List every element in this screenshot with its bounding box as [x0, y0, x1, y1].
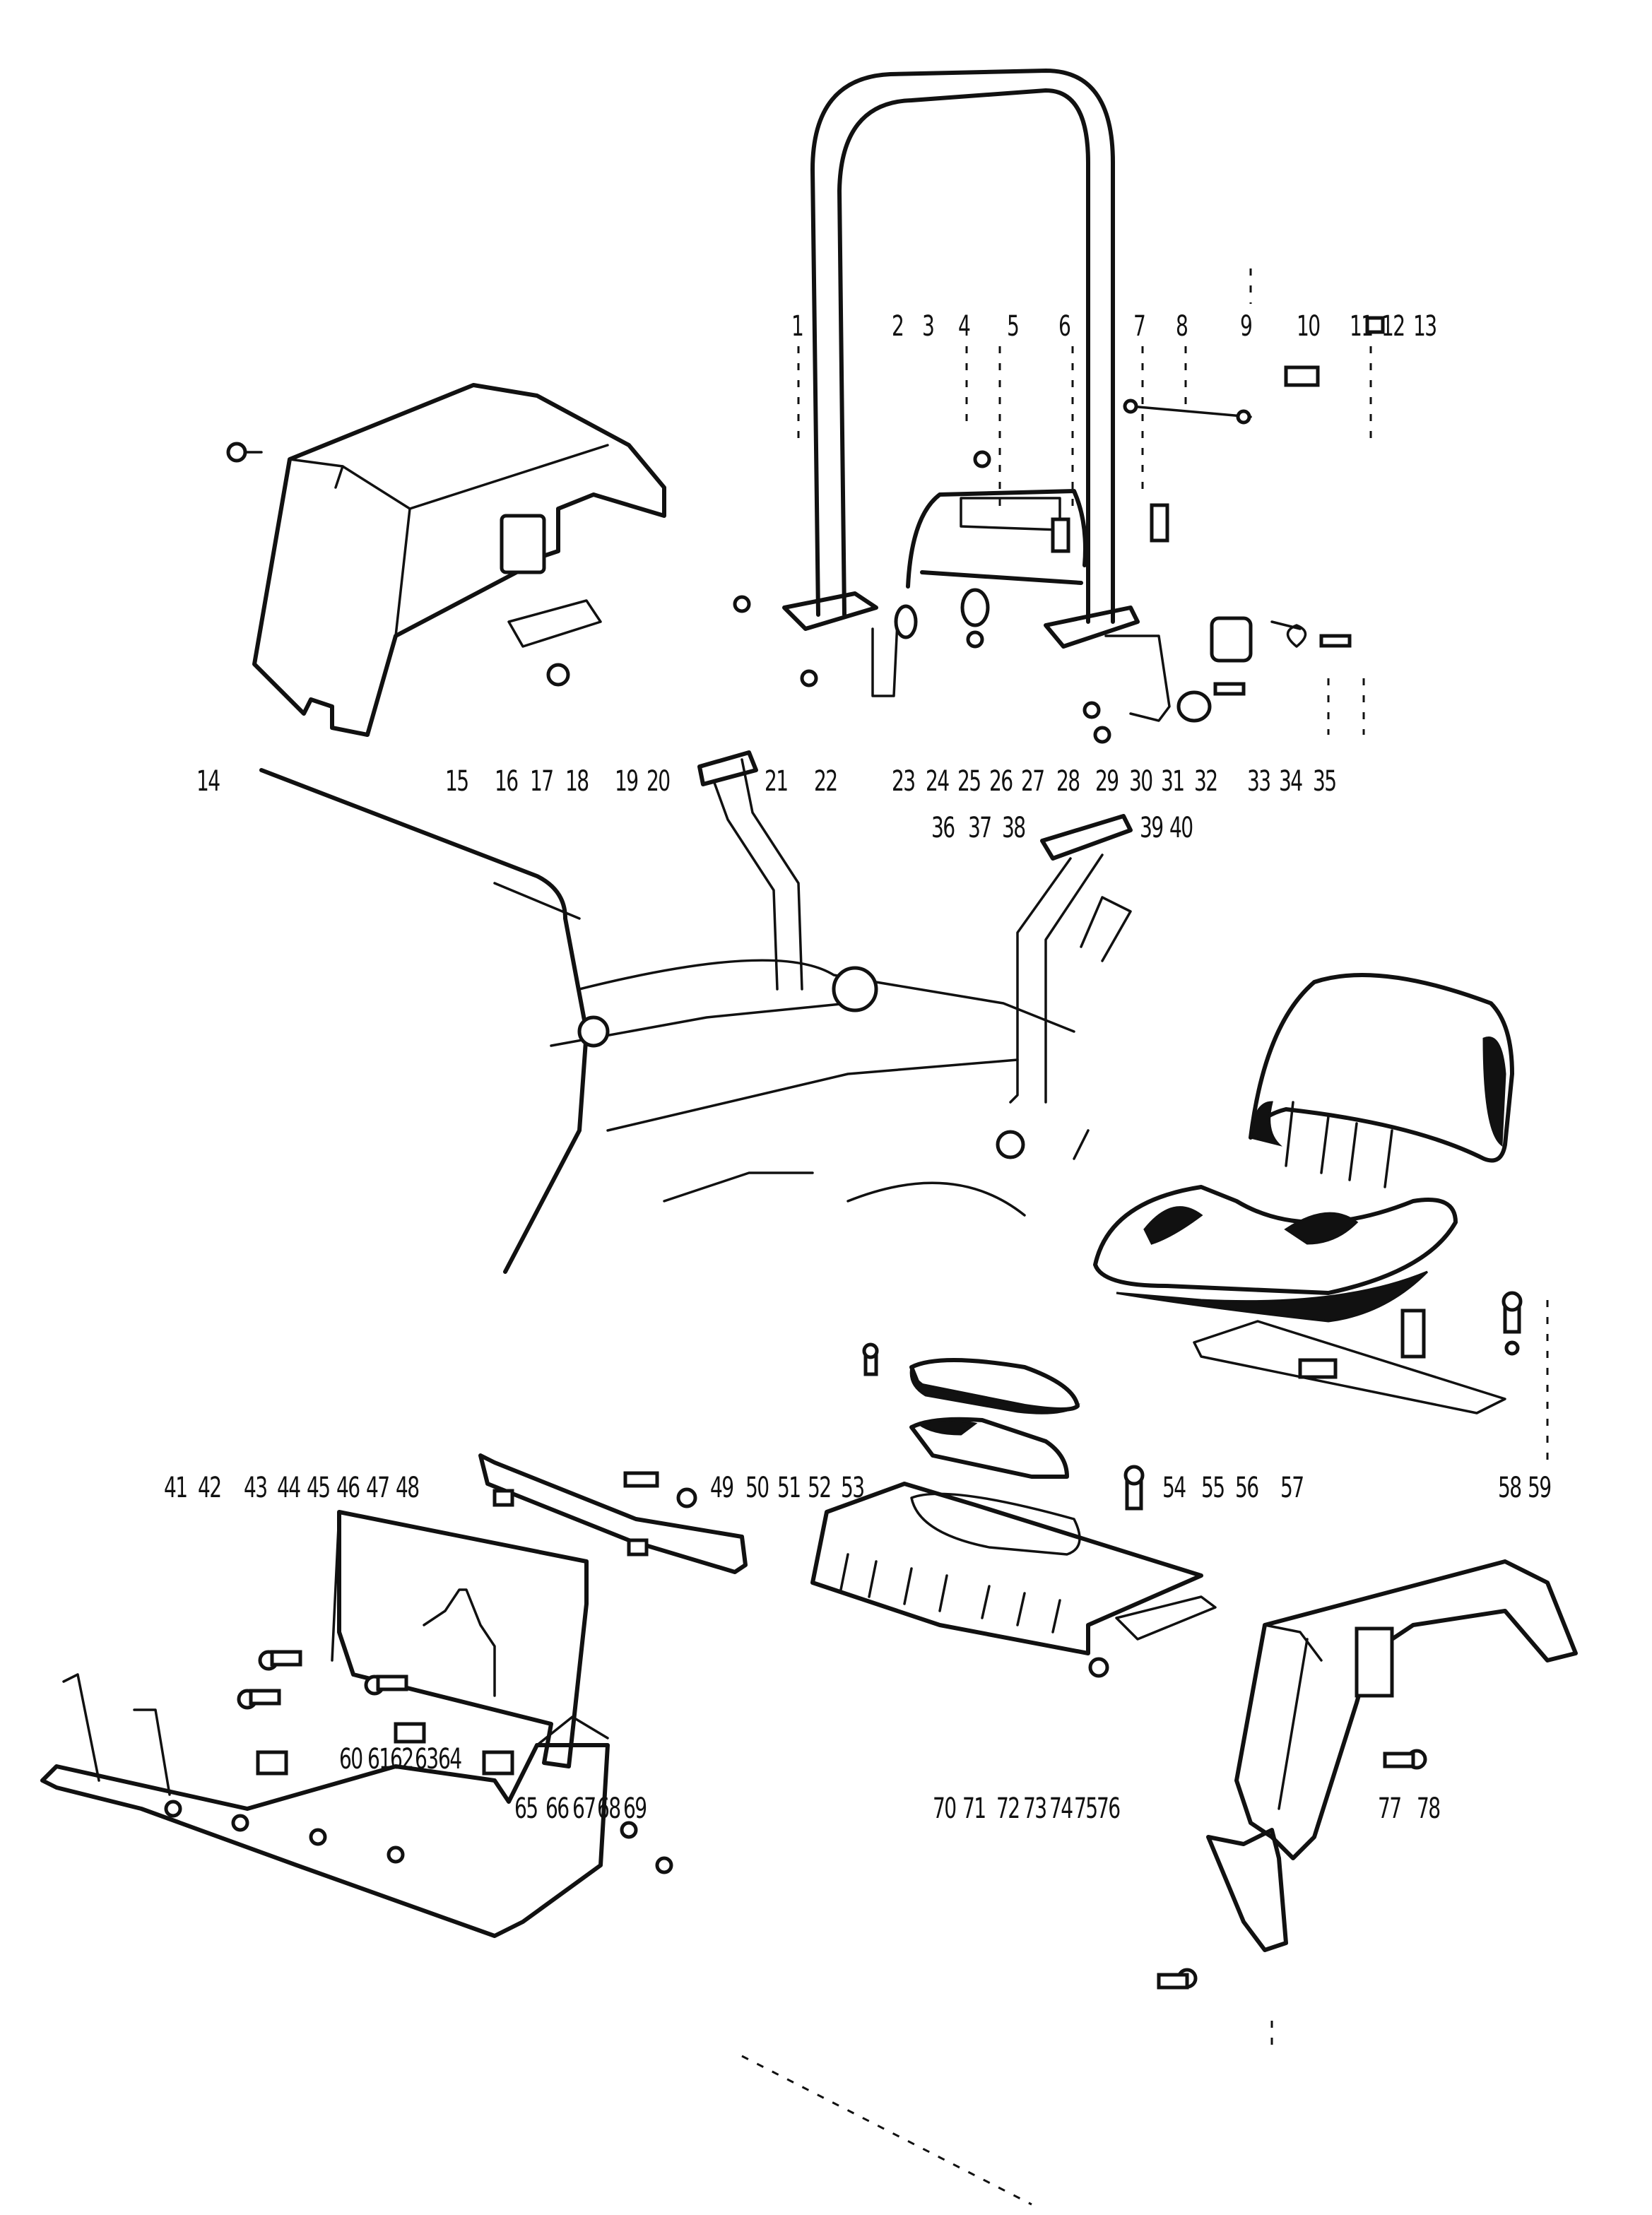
part-label-50: 50 [745, 1472, 769, 1504]
part-label-2: 2 [892, 310, 904, 343]
part-label-46: 46 [336, 1472, 360, 1504]
floor-platform [40, 1510, 673, 1938]
part-label-16: 16 [495, 765, 519, 798]
part-label-33: 33 [1247, 765, 1271, 798]
part-label-29: 29 [1095, 765, 1119, 798]
part-label-20: 20 [647, 765, 671, 798]
part-label-48: 48 [396, 1472, 420, 1504]
console-cover [810, 1465, 1217, 1678]
part-label-43: 43 [244, 1472, 268, 1504]
tractor-body [259, 768, 1132, 1274]
part-label-14: 14 [196, 765, 220, 798]
part-label-26: 26 [989, 765, 1013, 798]
part-label-51: 51 [777, 1472, 801, 1504]
part-label-66: 66 [545, 1792, 570, 1825]
part-label-44: 44 [277, 1472, 301, 1504]
part-label-47: 47 [366, 1472, 390, 1504]
part-label-7: 7 [1133, 310, 1146, 343]
part-label-22: 22 [814, 765, 838, 798]
part-label-55: 55 [1201, 1472, 1225, 1504]
part-label-42: 42 [198, 1472, 222, 1504]
left-fender [226, 383, 666, 737]
part-label-63: 63 [415, 1743, 439, 1776]
part-label-74: 74 [1049, 1792, 1073, 1825]
part-label-77: 77 [1378, 1792, 1402, 1825]
part-label-53: 53 [841, 1472, 865, 1504]
part-label-5: 5 [1007, 310, 1020, 343]
part-label-62: 62 [390, 1743, 414, 1776]
part-label-28: 28 [1056, 765, 1080, 798]
part-label-1: 1 [791, 310, 804, 343]
part-label-31: 31 [1161, 765, 1185, 798]
part-label-39: 39 [1140, 812, 1164, 844]
part-label-70: 70 [933, 1792, 957, 1825]
seat [1093, 973, 1514, 1414]
part-label-45: 45 [307, 1472, 331, 1504]
part-label-41: 41 [164, 1472, 188, 1504]
part-label-17: 17 [530, 765, 554, 798]
part-label-58: 58 [1498, 1472, 1522, 1504]
part-label-13: 13 [1413, 310, 1437, 343]
part-label-59: 59 [1528, 1472, 1552, 1504]
part-label-25: 25 [957, 765, 981, 798]
fasteners-roll-bar [733, 316, 1385, 744]
part-label-4: 4 [958, 310, 971, 343]
leader-lines [741, 268, 1372, 2206]
part-label-40: 40 [1169, 812, 1193, 844]
part-label-72: 72 [996, 1792, 1020, 1825]
part-label-65: 65 [514, 1792, 538, 1825]
part-label-78: 78 [1417, 1792, 1441, 1825]
part-label-10: 10 [1297, 310, 1321, 343]
part-label-27: 27 [1021, 765, 1045, 798]
part-label-6: 6 [1058, 310, 1071, 343]
part-label-38: 38 [1002, 812, 1026, 844]
part-label-3: 3 [922, 310, 935, 343]
part-label-56: 56 [1235, 1472, 1259, 1504]
part-label-21: 21 [765, 765, 789, 798]
part-label-71: 71 [962, 1792, 986, 1825]
part-label-18: 18 [565, 765, 589, 798]
part-label-54: 54 [1162, 1472, 1186, 1504]
part-label-68: 68 [597, 1792, 621, 1825]
part-label-37: 37 [968, 812, 992, 844]
part-label-32: 32 [1194, 765, 1218, 798]
support-arms [697, 750, 1133, 1104]
cross-member [478, 1453, 748, 1574]
roll-bar [782, 69, 1307, 723]
part-label-30: 30 [1129, 765, 1153, 798]
part-label-75: 75 [1074, 1792, 1098, 1825]
right-fender [1157, 1559, 1578, 1990]
seat-bolt [1501, 1291, 1549, 1470]
part-label-9: 9 [1240, 310, 1253, 343]
part-label-24: 24 [926, 765, 950, 798]
seat-cushion-pad [862, 1342, 1080, 1479]
part-label-15: 15 [445, 765, 469, 798]
part-label-64: 64 [438, 1743, 462, 1776]
part-label-69: 69 [623, 1792, 647, 1825]
part-label-35: 35 [1313, 765, 1337, 798]
part-label-76: 76 [1097, 1792, 1121, 1825]
part-label-12: 12 [1381, 310, 1405, 343]
part-label-36: 36 [931, 812, 955, 844]
part-label-11: 11 [1350, 310, 1374, 343]
part-label-34: 34 [1279, 765, 1303, 798]
part-label-8: 8 [1176, 310, 1188, 343]
part-label-19: 19 [615, 765, 639, 798]
part-label-73: 73 [1023, 1792, 1047, 1825]
part-label-23: 23 [892, 765, 916, 798]
part-label-57: 57 [1280, 1472, 1304, 1504]
part-label-67: 67 [572, 1792, 596, 1825]
part-label-52: 52 [808, 1472, 832, 1504]
part-label-60: 60 [339, 1743, 363, 1776]
part-label-49: 49 [710, 1472, 734, 1504]
part-label-61: 61 [367, 1743, 391, 1776]
